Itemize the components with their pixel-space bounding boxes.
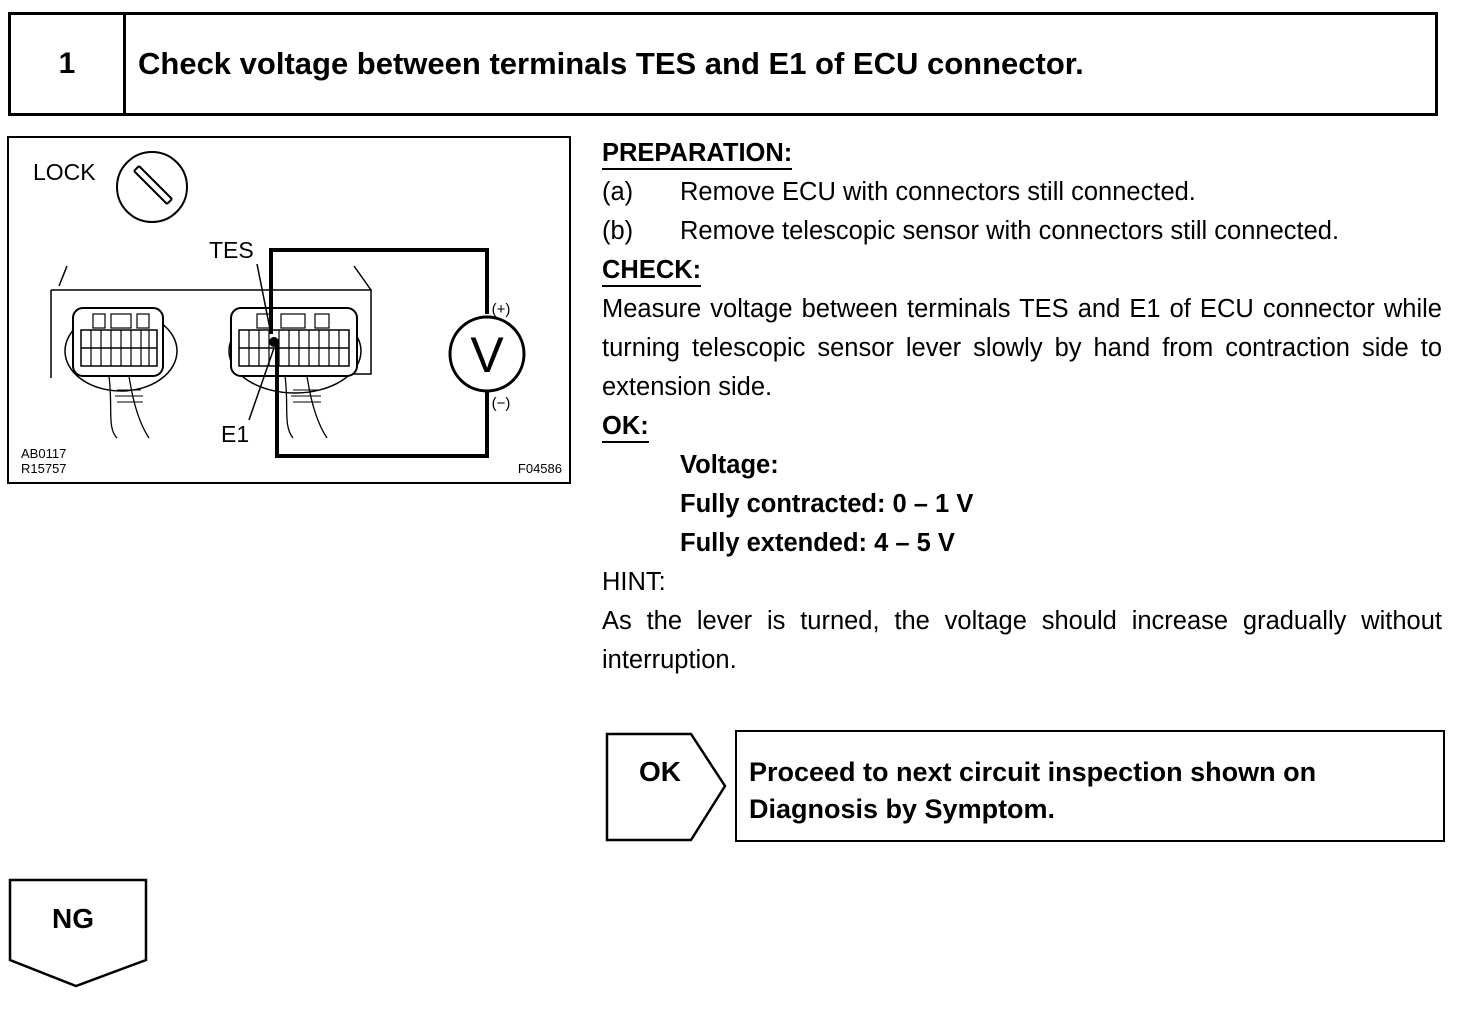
step-text: Remove ECU with connectors still connect…	[680, 178, 1196, 206]
step-number: 1	[11, 15, 126, 113]
spec-title: Voltage:	[680, 451, 779, 479]
ng-branch: NG	[8, 878, 150, 990]
negative-lead	[275, 344, 489, 458]
minus-label: (−)	[492, 395, 511, 412]
spec-line: Fully contracted: 0 – 1 V	[680, 490, 974, 518]
preparation-heading: PREPARATION:	[602, 138, 793, 170]
voltmeter-label: V	[470, 327, 504, 383]
ecu-connector-right	[228, 307, 362, 439]
wiring-diagram: LOCK	[21, 151, 562, 476]
preparation-step: (b) Remove telescopic sensor with connec…	[602, 212, 1442, 251]
ok-result-box: Proceed to next circuit inspection shown…	[735, 730, 1445, 842]
step-label: (a)	[602, 178, 634, 206]
e1-label: E1	[221, 421, 249, 447]
ecu-connector-left	[64, 307, 178, 439]
check-text: Measure voltage between terminals TES an…	[602, 295, 1442, 401]
preparation-step: (a) Remove ECU with connectors still con…	[602, 173, 1442, 212]
lock-label: LOCK	[33, 159, 96, 185]
voltmeter-icon	[448, 315, 526, 393]
figure-code-3: F04586	[518, 461, 562, 476]
hint-heading: HINT:	[602, 568, 666, 596]
procedure-text: PREPARATION: (a) Remove ECU with connect…	[602, 134, 1442, 680]
step-text: Remove telescopic sensor with connectors…	[680, 217, 1340, 245]
figure-code-1: AB0117	[21, 446, 66, 461]
spec-line: Fully extended: 4 – 5 V	[680, 529, 955, 557]
tes-label: TES	[209, 237, 254, 263]
ok-arrow-icon	[605, 732, 727, 842]
plus-label: (+)	[492, 301, 511, 318]
lock-knob-icon	[116, 151, 188, 223]
figure-code-2: R15757	[21, 461, 67, 476]
step-label: (b)	[602, 217, 634, 245]
check-heading: CHECK:	[602, 255, 702, 287]
probe-point	[269, 337, 279, 347]
positive-lead	[269, 248, 489, 334]
ng-label: NG	[52, 903, 94, 934]
ok-heading: OK:	[602, 411, 649, 443]
hint-text: As the lever is turned, the voltage shou…	[602, 607, 1442, 674]
ok-label: OK	[639, 756, 681, 787]
step-title: Check voltage between terminals TES and …	[138, 46, 1084, 81]
connector-figure: LOCK	[7, 136, 571, 484]
ng-arrow-icon	[8, 878, 148, 988]
step-header: 1 Check voltage between terminals TES an…	[8, 12, 1438, 116]
ok-branch: OK Proceed to next circuit inspection sh…	[605, 728, 1447, 844]
